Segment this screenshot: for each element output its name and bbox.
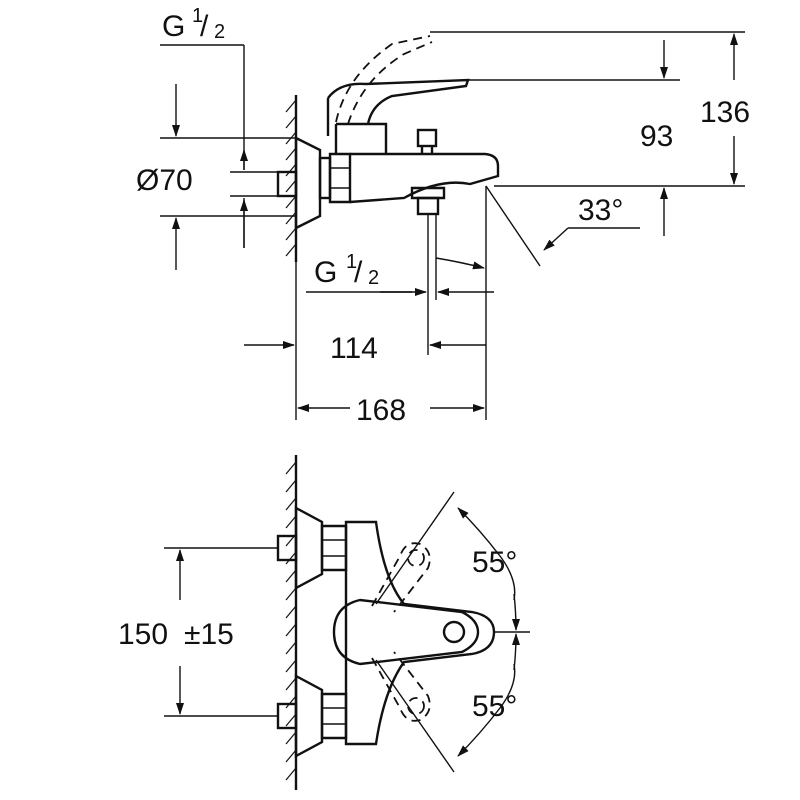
thread-bottom-num: 1 xyxy=(346,251,357,273)
dim-spacing: 150 ±15 xyxy=(118,547,278,717)
spacing-value: 150 xyxy=(118,618,168,651)
thread-top-num: 1 xyxy=(192,5,203,27)
lever-pivot xyxy=(442,620,466,644)
angle-spout-label: 33° xyxy=(578,194,623,227)
angle-top-label: 55° xyxy=(472,546,517,579)
dim-168: 168 xyxy=(297,394,485,427)
front-view: 150 ±15 55° 55° xyxy=(118,455,530,790)
thread-top-den: 2 xyxy=(214,21,225,43)
dim-angles: 55° 55° xyxy=(375,491,530,773)
dim-93: 93 xyxy=(640,40,673,236)
side-view: G 1 / 2 Ø70 G 1 / 2 xyxy=(136,5,750,427)
thread-bottom-slash: / xyxy=(354,256,363,289)
dim-136: 136 xyxy=(700,33,750,185)
wall-front xyxy=(285,455,298,790)
dim-168-label: 168 xyxy=(356,394,406,427)
construction-lines-side xyxy=(295,31,745,420)
dim-114-label: 114 xyxy=(330,332,378,365)
thread-bottom-den: 2 xyxy=(368,267,379,289)
mixer-body-front xyxy=(332,520,496,746)
connection-upper xyxy=(276,505,348,591)
escutcheon-side xyxy=(276,136,352,230)
spacing-tolerance: ±15 xyxy=(184,618,234,651)
connection-lower xyxy=(276,673,348,759)
thread-bottom-letter: G xyxy=(314,256,337,289)
thread-top-letter: G xyxy=(162,10,185,43)
mixer-body-side xyxy=(326,35,500,216)
wall-side xyxy=(285,95,298,262)
dim-thread-bottom: G 1 / 2 xyxy=(306,251,494,296)
angle-bottom-label: 55° xyxy=(472,690,517,723)
dim-114: 114 xyxy=(244,332,486,365)
dim-136-label: 136 xyxy=(700,96,750,129)
diameter-label: Ø70 xyxy=(136,164,193,197)
dim-angle-spout: 33° xyxy=(543,194,640,251)
thread-top-slash: / xyxy=(200,10,209,43)
dim-thread-top: G 1 / 2 xyxy=(160,5,248,248)
dim-diameter: Ø70 xyxy=(136,84,296,270)
dim-93-label: 93 xyxy=(640,120,673,153)
